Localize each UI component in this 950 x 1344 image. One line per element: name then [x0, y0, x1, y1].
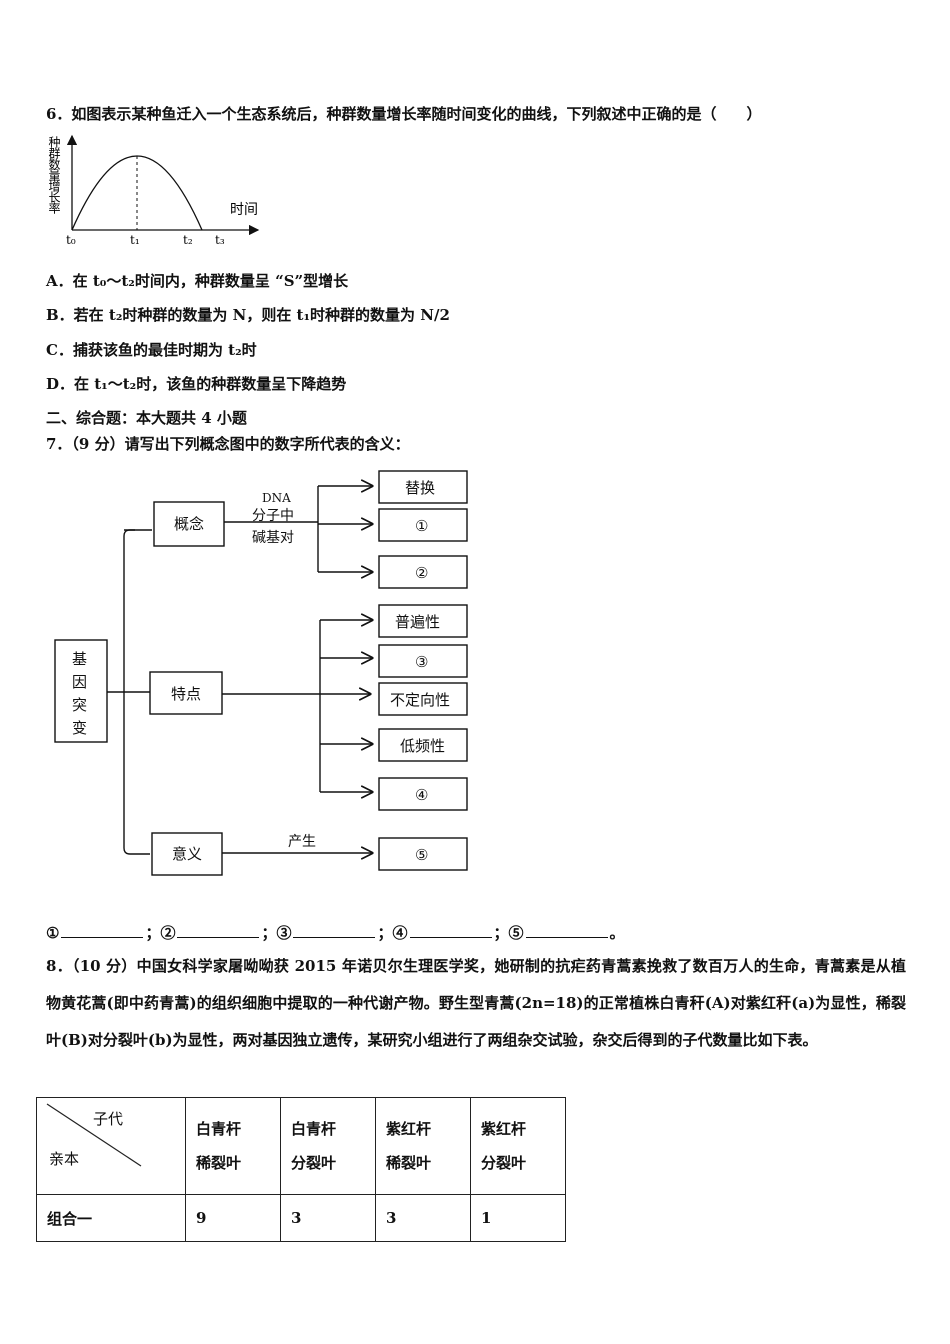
blank-label-1: ①: [46, 924, 60, 942]
value-cell: 9: [185, 1194, 281, 1242]
root-text-1: 基: [72, 650, 87, 668]
box-5: [378, 837, 468, 871]
box-5-text: ⑤: [415, 846, 428, 864]
answer-blank-3[interactable]: [293, 923, 376, 938]
header-line-1: 白青杆: [291, 1120, 337, 1138]
box-low-frequency: [378, 728, 468, 762]
value-cell: 3: [375, 1194, 471, 1242]
dna-label-2: 分子中: [252, 508, 294, 524]
feature-box: [149, 671, 223, 715]
question-8-text: 8．（10 分）中国女科学家屠呦呦获 2015 年诺贝尔生理医学奖，她研制的抗疟…: [46, 957, 906, 1049]
blank-end: 。: [609, 924, 625, 942]
tick-t1: t₁: [130, 233, 140, 247]
header-cell: 紫红杆分裂叶: [470, 1097, 566, 1195]
blank-label-4: ；④: [377, 924, 408, 942]
box-replace-text: 替换: [405, 479, 435, 497]
value-cell: 3: [280, 1194, 376, 1242]
blank-label-5: ；⑤: [493, 924, 524, 942]
section-2-heading: 二、综合题：本大题共 4 小题: [46, 409, 247, 427]
concept-text: 概念: [174, 515, 204, 533]
blank-label-3: ；③: [261, 924, 292, 942]
header-line-2: 分裂叶: [291, 1154, 337, 1172]
box-1: [378, 508, 468, 542]
root-box: [54, 639, 108, 743]
tick-t0: t₀: [66, 233, 76, 247]
option-c: C．捕获该鱼的最佳时期为 t₂时: [46, 341, 257, 359]
header-line-1: 白青杆: [196, 1120, 242, 1138]
produce-label: 产生: [288, 834, 316, 850]
header-cell: 紫红杆稀裂叶: [375, 1097, 471, 1195]
dna-label-3: 碱基对: [252, 529, 294, 546]
box-universal-text: 普遍性: [395, 613, 440, 631]
feature-text: 特点: [171, 685, 201, 703]
box-1-text: ①: [415, 517, 428, 535]
header-line-2: 稀裂叶: [196, 1154, 242, 1172]
root-text-3: 突: [72, 696, 87, 714]
box-2: [378, 555, 468, 589]
cross-result-table: 子代 亲本 白青杆稀裂叶 白青杆分裂叶 紫红杆稀裂叶 紫红杆分裂叶 组合一 9 …: [36, 1097, 566, 1242]
box-non-directional-text: 不定向性: [390, 691, 450, 709]
dna-label-1: DNA: [262, 491, 291, 505]
tick-t2: t₂: [183, 233, 193, 247]
header-line-1: 紫红杆: [386, 1120, 432, 1138]
table-header-row: 子代 亲本 白青杆稀裂叶 白青杆分裂叶 紫红杆稀裂叶 紫红杆分裂叶: [36, 1097, 566, 1195]
meaning-box: [151, 832, 223, 876]
box-3-text: ③: [415, 653, 428, 671]
box-3: [378, 644, 468, 678]
tick-t3: t₃: [215, 233, 225, 247]
box-2-text: ②: [415, 564, 428, 582]
box-universal: [378, 604, 468, 638]
row-label-cell: 组合一: [36, 1194, 186, 1242]
value-cell: 1: [470, 1194, 566, 1242]
option-b: B．若在 t₂时种群的数量为 N，则在 t₁时种群的数量为 N/2: [46, 306, 450, 324]
answer-blank-5[interactable]: [525, 923, 608, 938]
answer-blank-1[interactable]: [61, 923, 144, 938]
box-non-directional: [378, 682, 468, 716]
header-line-2: 稀裂叶: [386, 1154, 432, 1172]
table-corner-cell: 子代 亲本: [36, 1097, 186, 1195]
root-text-4: 变: [72, 719, 87, 737]
box-low-frequency-text: 低频性: [400, 737, 445, 755]
header-cell: 白青杆稀裂叶: [185, 1097, 281, 1195]
question-7-text: 7．（9 分）请写出下列概念图中的数字所代表的含义：: [46, 435, 410, 453]
header-line-1: 紫红杆: [481, 1120, 527, 1138]
growth-rate-graph: 种群数量增长率 时间 t₀ t₁ t₂ t₃: [47, 134, 260, 247]
graph-x-label: 时间: [230, 202, 258, 218]
answer-blanks-row: ① ；② ；③ ；④ ；⑤ 。: [46, 922, 625, 943]
header-cell: 白青杆分裂叶: [280, 1097, 376, 1195]
answer-blank-2[interactable]: [177, 923, 260, 938]
box-4: [378, 777, 468, 811]
blank-label-2: ；②: [145, 924, 176, 942]
corner-bottom-label: 亲本: [49, 1150, 80, 1168]
answer-blank-4[interactable]: [409, 923, 492, 938]
root-text-2: 因: [72, 673, 87, 691]
option-d: D．在 t₁～t₂时，该鱼的种群数量呈下降趋势: [46, 375, 347, 393]
option-a: A．在 t₀～t₂时间内，种群数量呈 “S”型增长: [46, 272, 349, 290]
box-replace: [378, 470, 468, 504]
table-row: 组合一 9 3 3 1: [36, 1194, 566, 1242]
meaning-text: 意义: [172, 845, 202, 863]
box-4-text: ④: [415, 786, 428, 804]
concept-box: [153, 501, 225, 547]
graph-y-label: 种群数量增长率: [47, 136, 61, 214]
header-line-2: 分裂叶: [481, 1154, 527, 1172]
question-6-text: 6．如图表示某种鱼迁入一个生态系统后，种群数量增长率随时间变化的曲线，下列叙述中…: [46, 105, 762, 123]
corner-top-label: 子代: [93, 1110, 124, 1128]
concept-map: 基 因 突 变 概念 特点 意义 DNA 分子中 碱基对 产生 替换 ① ② 普…: [54, 470, 468, 876]
